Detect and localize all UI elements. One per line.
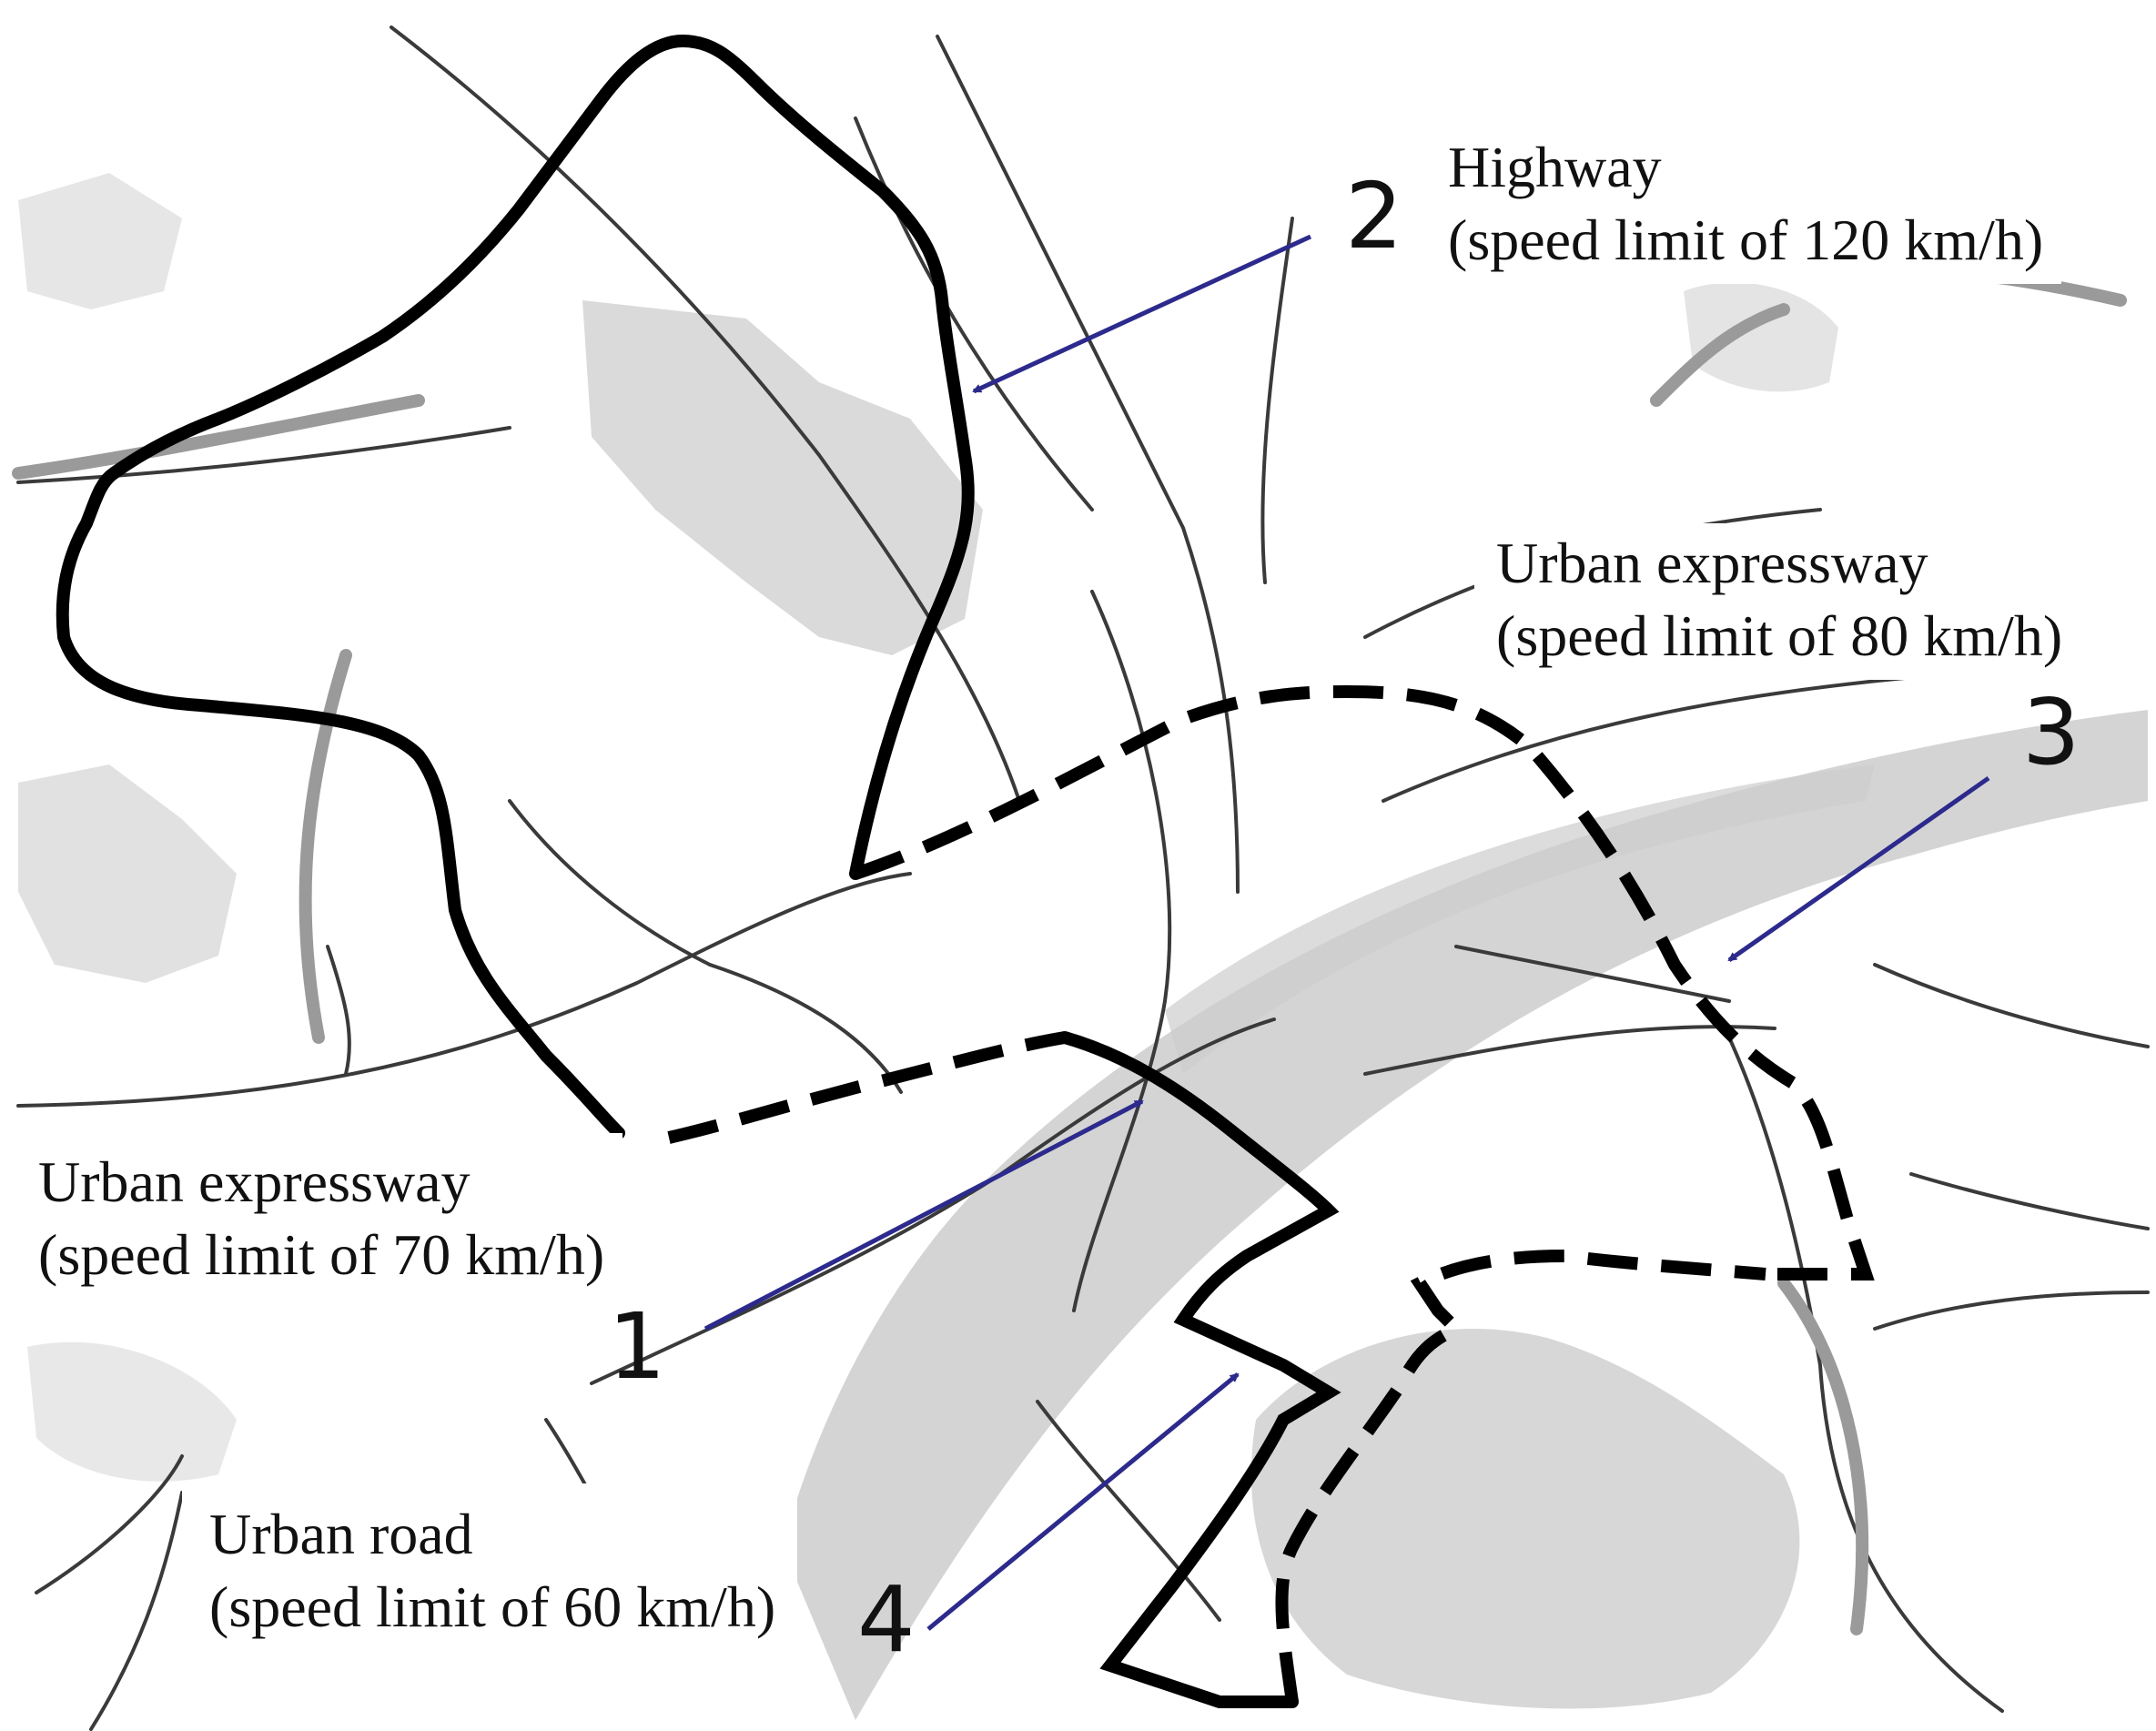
river-branch — [1165, 764, 1875, 1074]
pointer-arrows — [703, 234, 1990, 1631]
route-1-title: Urban expressway — [38, 1149, 471, 1214]
landuse-northwest — [18, 173, 182, 309]
route-number-1: 1 — [608, 1293, 666, 1400]
river-main — [783, 710, 2148, 1720]
landuse-west — [18, 764, 237, 983]
route-number-2: 2 — [1345, 163, 1403, 269]
route-2-title: Highway — [1448, 135, 1662, 199]
route-3-label: Urban expressway (speed limit of 80 km/h… — [1474, 523, 2074, 680]
route-2-label: Highway (speed limit of 120 km/h) — [1415, 127, 2062, 284]
pointer-arrow-2 — [972, 234, 1312, 394]
route-4-speed: (speed limit of 60 km/h) — [209, 1574, 776, 1639]
route-2-speed: (speed limit of 120 km/h) — [1448, 208, 2044, 272]
landuse-east — [1684, 282, 1838, 392]
pointer-arrow-3 — [1727, 775, 1990, 963]
landuse-north — [582, 300, 983, 655]
route-1-label: Urban expressway (speed limit of 70 km/h… — [20, 1133, 623, 1310]
route-number-3: 3 — [2022, 679, 2080, 785]
route-4-title: Urban road — [209, 1502, 473, 1566]
route-3-title: Urban expressway — [1496, 531, 1928, 595]
route-4-urban-road-line — [1058, 1031, 1341, 1708]
landuse-southwest — [27, 1341, 237, 1482]
route-2-highway-line — [56, 35, 975, 1139]
water-areas — [18, 173, 2148, 1720]
route-number-4: 4 — [857, 1566, 916, 1673]
route-4-urban-road-dashed — [1275, 1249, 1766, 1703]
pointer-arrow-1 — [703, 1098, 1144, 1331]
route-3-speed: (speed limit of 80 km/h) — [1496, 603, 2063, 668]
pointer-arrow-4 — [926, 1372, 1240, 1631]
lake-lower-right — [1250, 1329, 1800, 1709]
route-3-expressway-line — [853, 684, 1875, 1281]
route-4-label: Urban road (speed limit of 60 km/h) — [182, 1483, 798, 1662]
route-1-speed: (speed limit of 70 km/h) — [38, 1222, 605, 1287]
